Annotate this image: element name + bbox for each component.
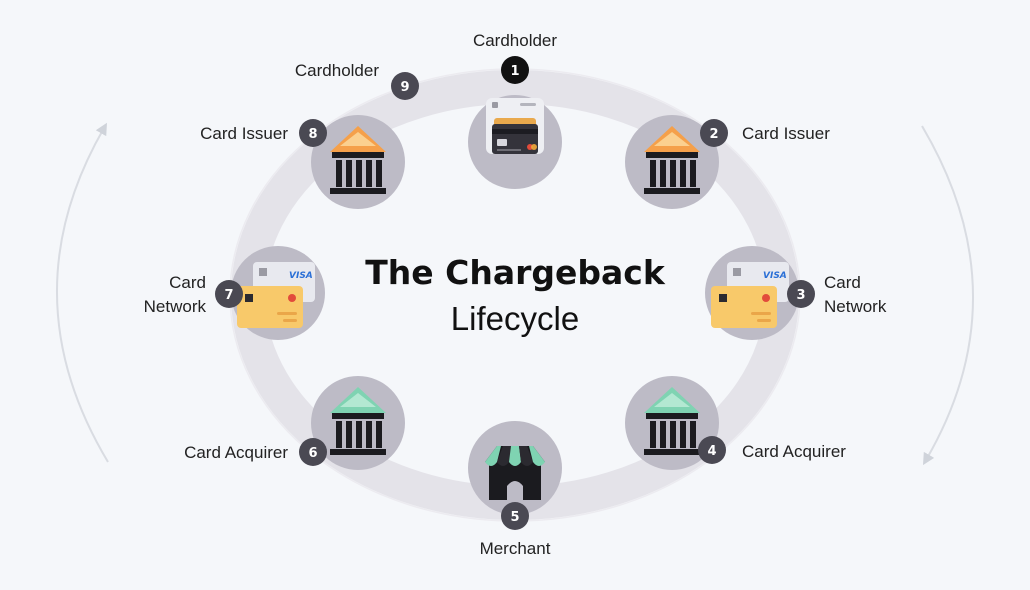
storefront-icon	[485, 446, 545, 500]
svg-text:7: 7	[224, 288, 233, 303]
step-label-4: Card Acquirer	[742, 442, 846, 461]
step-label-7-line1: Card	[169, 273, 206, 292]
step-badge-4: 4	[698, 436, 726, 464]
step-badge-1: 1	[501, 56, 529, 84]
node-card-network-left: VISA	[231, 246, 325, 340]
bank-icon	[330, 387, 386, 455]
node-cardholder-top	[468, 95, 562, 189]
step-badge-2: 2	[700, 119, 728, 147]
left-cycle-arrow	[56, 122, 109, 463]
step-label-6: Card Acquirer	[184, 443, 288, 462]
step-label-5: Merchant	[480, 539, 551, 558]
node-card-issuer-left	[311, 115, 405, 209]
node-card-acquirer-left	[311, 376, 405, 470]
svg-text:VISA: VISA	[289, 271, 313, 281]
step-badge-6: 6	[299, 438, 327, 466]
svg-text:2: 2	[709, 127, 718, 142]
visa-card-icon: VISA	[711, 262, 789, 328]
step-badge-8: 8	[299, 119, 327, 147]
diagram-subtitle: Lifecycle	[451, 300, 579, 337]
bank-icon	[644, 387, 700, 455]
svg-text:5: 5	[510, 510, 519, 525]
visa-card-icon: VISA	[237, 262, 315, 328]
step-label-3-line1: Card	[824, 273, 861, 292]
bank-icon	[644, 126, 700, 194]
svg-text:9: 9	[400, 80, 409, 95]
step-badge-5: 5	[501, 502, 529, 530]
svg-text:VISA: VISA	[763, 271, 787, 281]
step-label-7-line2: Network	[144, 297, 207, 316]
svg-text:1: 1	[510, 64, 519, 79]
node-merchant	[468, 421, 562, 515]
step-badge-3: 3	[787, 280, 815, 308]
svg-text:8: 8	[308, 127, 317, 142]
svg-text:6: 6	[308, 446, 317, 461]
node-card-issuer-right	[625, 115, 719, 209]
svg-text:4: 4	[707, 444, 716, 459]
step-label-3-line2: Network	[824, 297, 887, 316]
svg-text:3: 3	[796, 288, 805, 303]
bank-icon	[330, 126, 386, 194]
diagram-title: The Chargeback	[365, 253, 666, 292]
step-label-1: Cardholder	[473, 31, 557, 50]
step-badge-9: 9	[391, 72, 419, 100]
step-label-8: Card Issuer	[200, 124, 288, 143]
right-cycle-arrow	[921, 125, 974, 466]
step-label-9: Cardholder	[295, 61, 379, 80]
step-label-2: Card Issuer	[742, 124, 830, 143]
step-badge-7: 7	[215, 280, 243, 308]
credit-cards-icon	[486, 98, 544, 154]
node-card-acquirer-right	[625, 376, 719, 470]
node-card-network-right: VISA	[705, 246, 799, 340]
